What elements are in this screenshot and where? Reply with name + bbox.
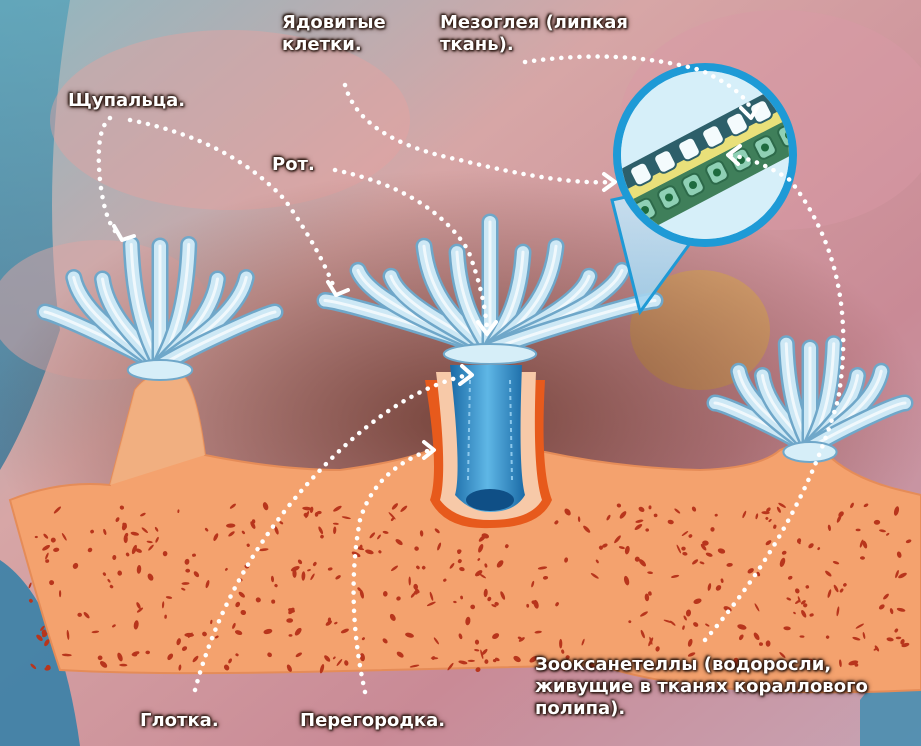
oral-disc — [444, 344, 536, 364]
label-zooxanthellae: Зооксанетеллы (водоросли, живущие в ткан… — [535, 654, 868, 720]
tissue-spot — [681, 547, 685, 551]
label-septum: Перегородка. — [300, 710, 445, 732]
zooxanthella — [689, 181, 697, 189]
tissue-spot — [559, 639, 562, 649]
label-pharynx: Глотка. — [140, 710, 219, 732]
oral-disc — [128, 360, 192, 380]
zooxanthella — [713, 169, 721, 177]
tissue-spot — [124, 535, 128, 543]
label-mesoglea: Мезоглея (липкая ткань). — [440, 12, 628, 56]
label-tentacles: Щупальца. — [68, 90, 185, 112]
oral-disc — [783, 442, 836, 462]
label-mouth: Рот. — [272, 154, 315, 176]
tissue-spot — [163, 551, 168, 556]
tissue-spot — [383, 591, 388, 597]
tissue-spot — [468, 660, 475, 662]
pharynx-bottom — [466, 489, 514, 511]
tissue-spot — [289, 634, 293, 637]
zooxanthella — [665, 194, 673, 202]
label-poisonous-cells: Ядовитые клетки. — [282, 12, 386, 56]
zooxanthella — [761, 144, 769, 152]
tissue-spot — [59, 590, 61, 597]
